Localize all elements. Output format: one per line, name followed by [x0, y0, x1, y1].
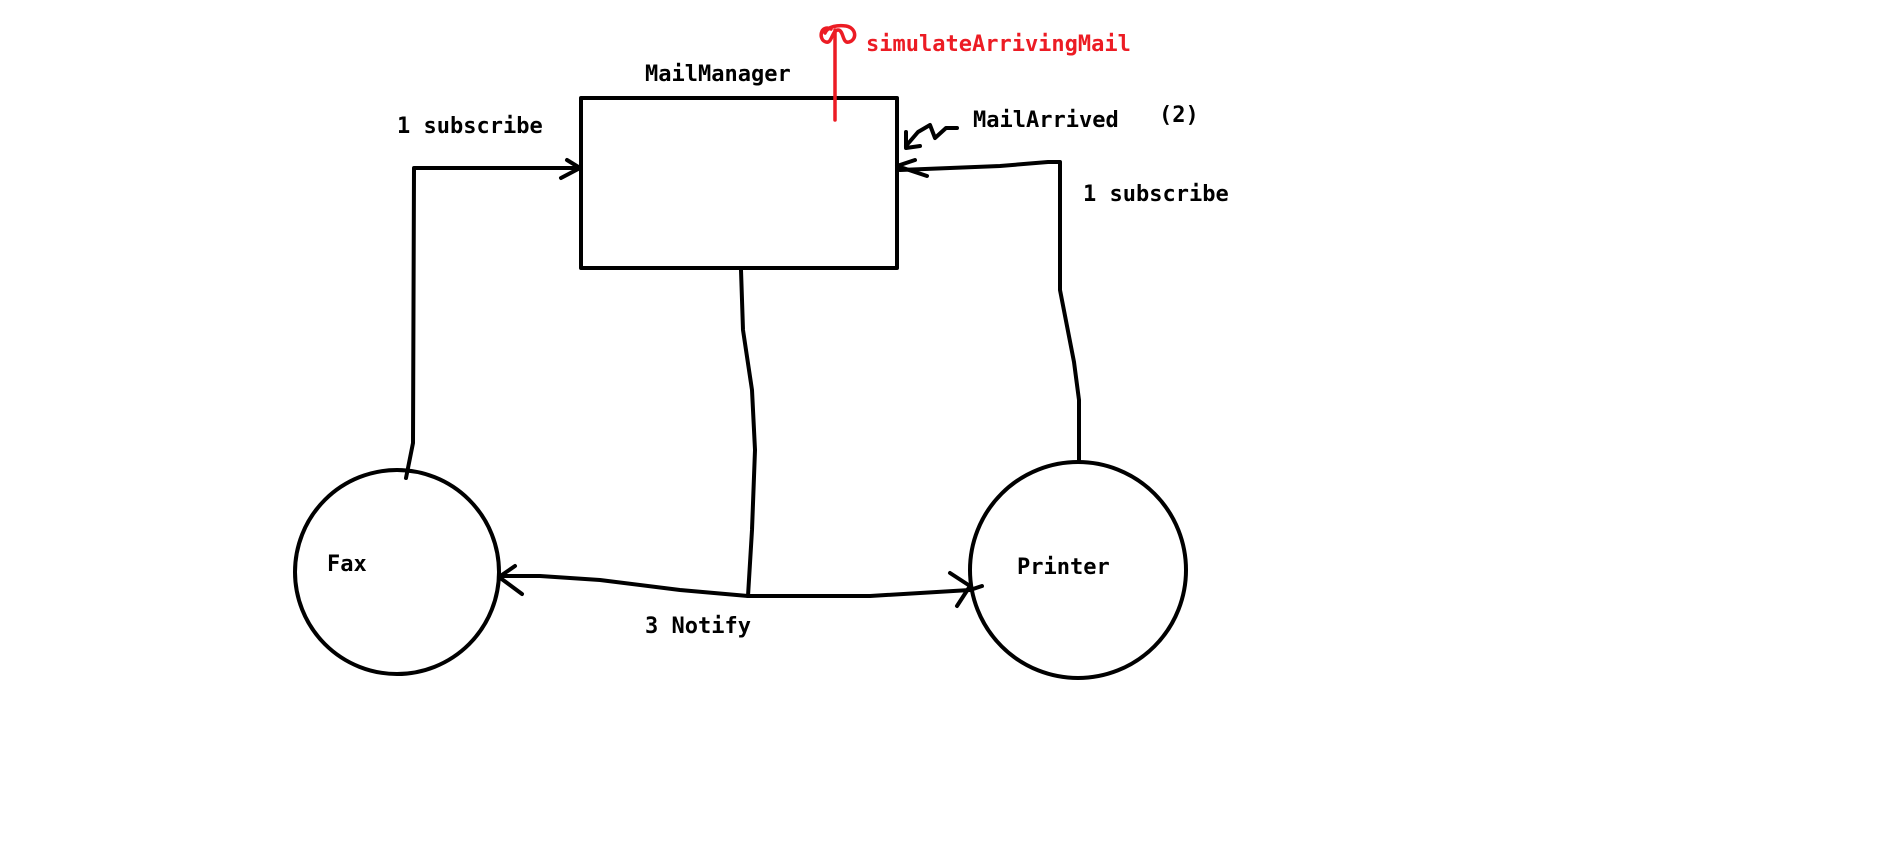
notify-trunk-line	[739, 268, 757, 598]
mail-arrived-squiggle	[904, 123, 959, 148]
printer-subscribe-line	[898, 160, 1081, 464]
printer-node: Printer	[968, 460, 1188, 680]
printer-subscribe-edge: 1 subscribe	[895, 158, 1229, 464]
notify-to-fax-line	[498, 574, 750, 598]
fax-subscribe-label: 1 subscribe	[397, 114, 543, 139]
notify-to-fax-arrowhead	[497, 564, 524, 596]
mail-arrived-label: MailArrived	[973, 108, 1119, 133]
fax-label: Fax	[327, 552, 367, 577]
printer-subscribe-arrowhead	[895, 158, 929, 178]
mail-manager-label: MailManager	[645, 62, 791, 87]
scribble-mark-icon	[819, 23, 857, 44]
notify-to-printer-line	[746, 584, 984, 598]
mail-arrived-event: MailArrived (2)	[904, 103, 1199, 150]
fax-subscribe-arrowhead	[559, 158, 582, 180]
simulate-event: simulateArrivingMail	[819, 23, 1131, 122]
mail-arrived-step: (2)	[1159, 103, 1199, 128]
fax-node: Fax	[293, 468, 501, 676]
notify-to-printer-arrowhead	[948, 571, 972, 608]
printer-label: Printer	[1017, 555, 1110, 580]
fax-circle	[293, 468, 501, 676]
printer-subscribe-label: 1 subscribe	[1083, 182, 1229, 207]
fax-subscribe-line	[404, 166, 582, 480]
mail-arrived-arrowhead	[904, 130, 922, 150]
mail-manager-box	[579, 96, 899, 270]
fax-subscribe-edge: 1 subscribe	[397, 114, 582, 480]
notify-edge: 3 Notify	[497, 268, 984, 639]
mail-manager-node: MailManager	[579, 62, 899, 270]
simulate-label: simulateArrivingMail	[866, 32, 1131, 57]
notify-label: 3 Notify	[645, 614, 751, 639]
